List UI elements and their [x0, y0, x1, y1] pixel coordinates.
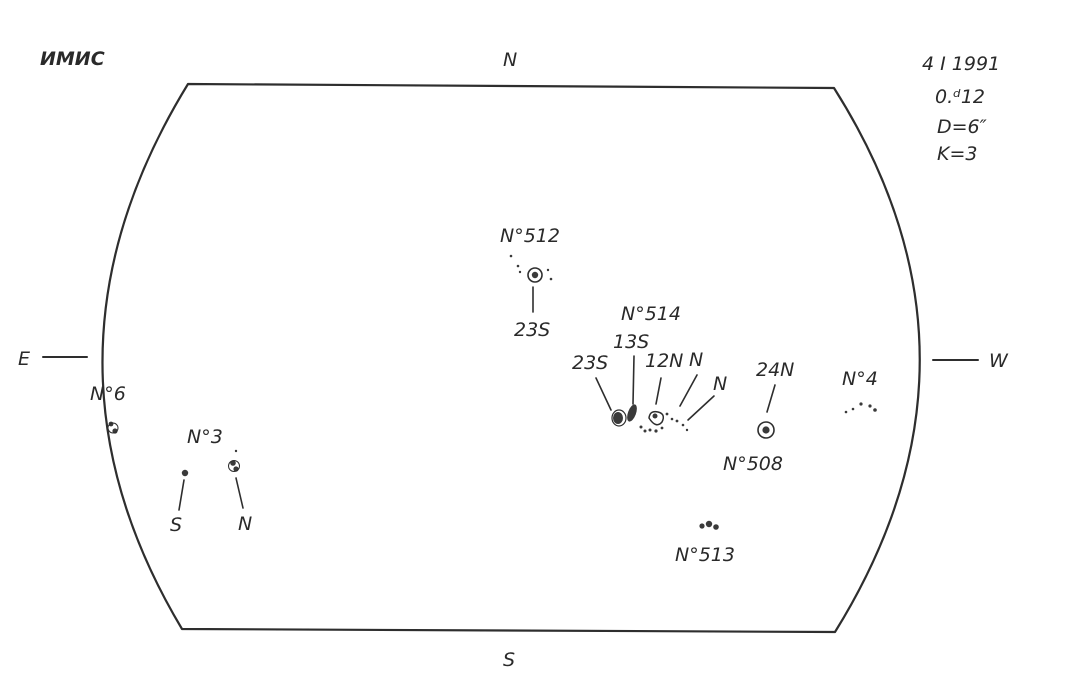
date-label: 4 I 1991 [922, 53, 1000, 75]
group-514-label-4: N [713, 373, 727, 395]
sunspot-group-4: N°4 [842, 368, 878, 414]
sunspot-group-3: N°3 S N [170, 426, 252, 536]
quality-label: K=3 [937, 143, 977, 165]
group-512-label-0: 23S [514, 319, 550, 341]
diameter-label: D=6″ [937, 116, 987, 138]
group-508-label-0: 24N [756, 359, 794, 381]
group-514-label-1: 13S [613, 331, 649, 353]
sunspot-group-508: 24N N°508 [723, 359, 794, 475]
group-3-number: N°3 [187, 426, 223, 448]
group-3-label-0: S [170, 514, 182, 536]
west-label: W [989, 350, 1009, 372]
group-3-label-1: N [238, 513, 252, 535]
time-label: 0.ᵈ12 [935, 86, 985, 108]
south-label: S [503, 649, 515, 671]
east-label: E [18, 348, 30, 370]
north-label: N [503, 49, 517, 71]
group-508-number: N°508 [723, 453, 783, 475]
group-514-label-0: 23S [572, 352, 608, 374]
group-514-label-2: 12N [645, 350, 683, 372]
group-514-number: N°514 [621, 303, 681, 325]
group-513-number: N°513 [675, 544, 735, 566]
solar-disk-outline [101, 82, 921, 634]
sunspot-group-513: N°513 [675, 520, 735, 566]
sunspot-group-6: N°6 [90, 383, 126, 434]
observatory-label: ИМИС [40, 48, 105, 70]
group-6-number: N°6 [90, 383, 126, 405]
group-512-number: N°512 [500, 225, 560, 247]
group-514-label-3: N [689, 349, 703, 371]
sunspot-group-514: N°514 23S 13S 12N N N [572, 303, 727, 433]
sunspot-group-512: N°512 23S [500, 225, 560, 341]
group-4-number: N°4 [842, 368, 878, 390]
